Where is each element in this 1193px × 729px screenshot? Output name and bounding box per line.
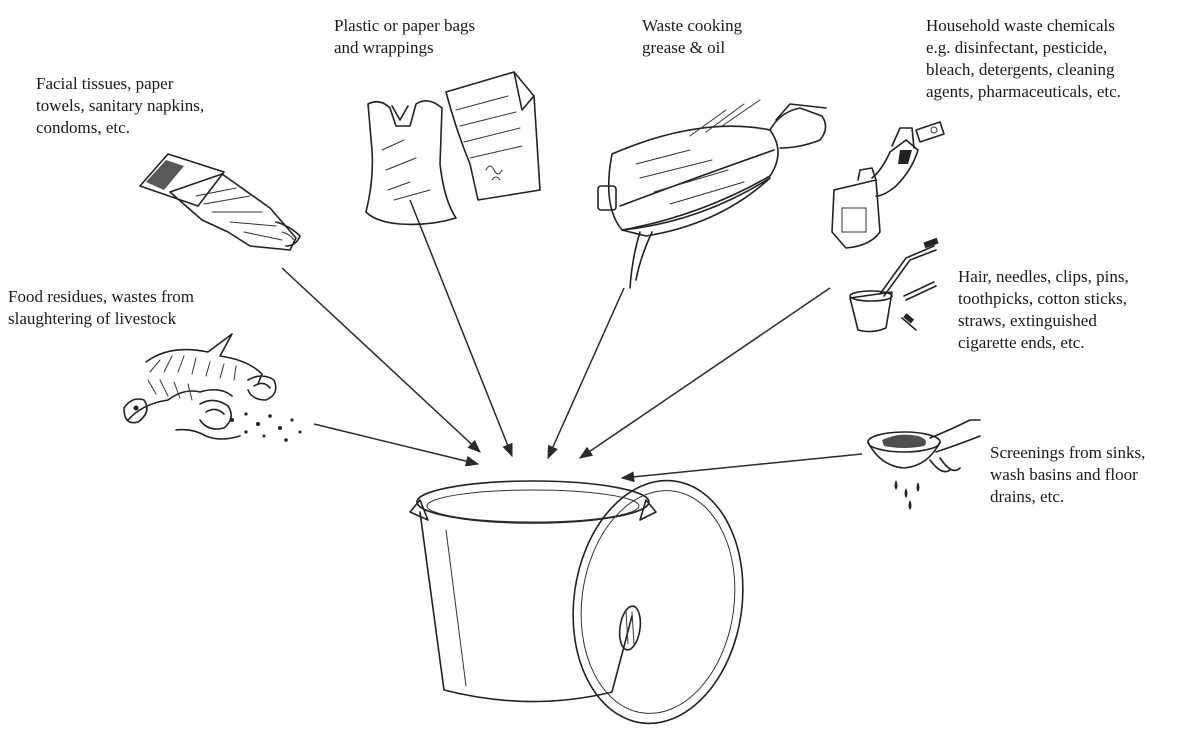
arrow-food-to-bin (314, 424, 478, 464)
fish-bones-sketch-icon (124, 334, 302, 442)
arrow-bags-to-bin (410, 200, 512, 456)
caption-food: Food residues, wastes from slaughtering … (8, 286, 288, 330)
caption-screenings: Screenings from sinks, wash basins and f… (990, 442, 1190, 508)
caption-hair: Hair, needles, clips, pins, toothpicks, … (958, 266, 1190, 354)
tissues-sketch-icon (140, 154, 300, 250)
caption-grease: Waste cooking grease & oil (642, 15, 842, 59)
chemical-bottles-sketch-icon (832, 122, 944, 248)
bags-sketch-icon (366, 72, 540, 224)
arrow-grease-to-bin (548, 288, 624, 458)
caption-tissues: Facial tissues, paper towels, sanitary n… (36, 73, 276, 139)
frying-pan-sketch-icon (598, 100, 826, 288)
cup-and-straw-sketch-icon (850, 238, 939, 332)
waste-bin-sketch-icon (410, 469, 758, 729)
caption-bags: Plastic or paper bags and wrappings (334, 15, 554, 59)
arrow-hair-to-bin (580, 288, 830, 458)
arrow-screenings-to-bin (622, 454, 862, 478)
arrow-tissues-to-bin (282, 268, 480, 452)
caption-chemicals: Household waste chemicals e.g. disinfect… (926, 15, 1186, 103)
hand-with-strainer-sketch-icon (868, 420, 980, 510)
